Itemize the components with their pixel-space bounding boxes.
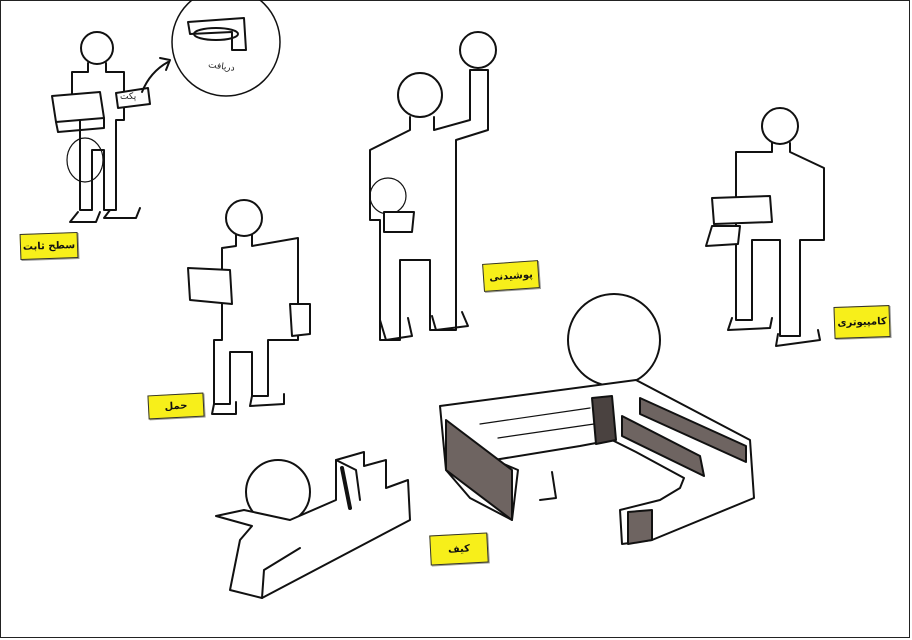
tag-carrying: حمل — [147, 393, 204, 420]
reclining-seat — [216, 452, 410, 598]
u-bench — [440, 294, 754, 544]
tag-standing-display: سطح ثابت — [20, 232, 79, 260]
detail-circle — [172, 0, 280, 96]
figure-computer — [706, 108, 824, 346]
figure-carrying — [188, 200, 310, 414]
tag-computer: کامپیوتری — [833, 305, 890, 339]
figure-wearing — [370, 32, 496, 340]
tag-wearing: پوشیدنی — [482, 260, 540, 292]
hand-tray-caption: پکت — [120, 92, 136, 102]
figure-standing-tray — [52, 32, 150, 222]
tag-bag: کیف — [429, 533, 488, 566]
